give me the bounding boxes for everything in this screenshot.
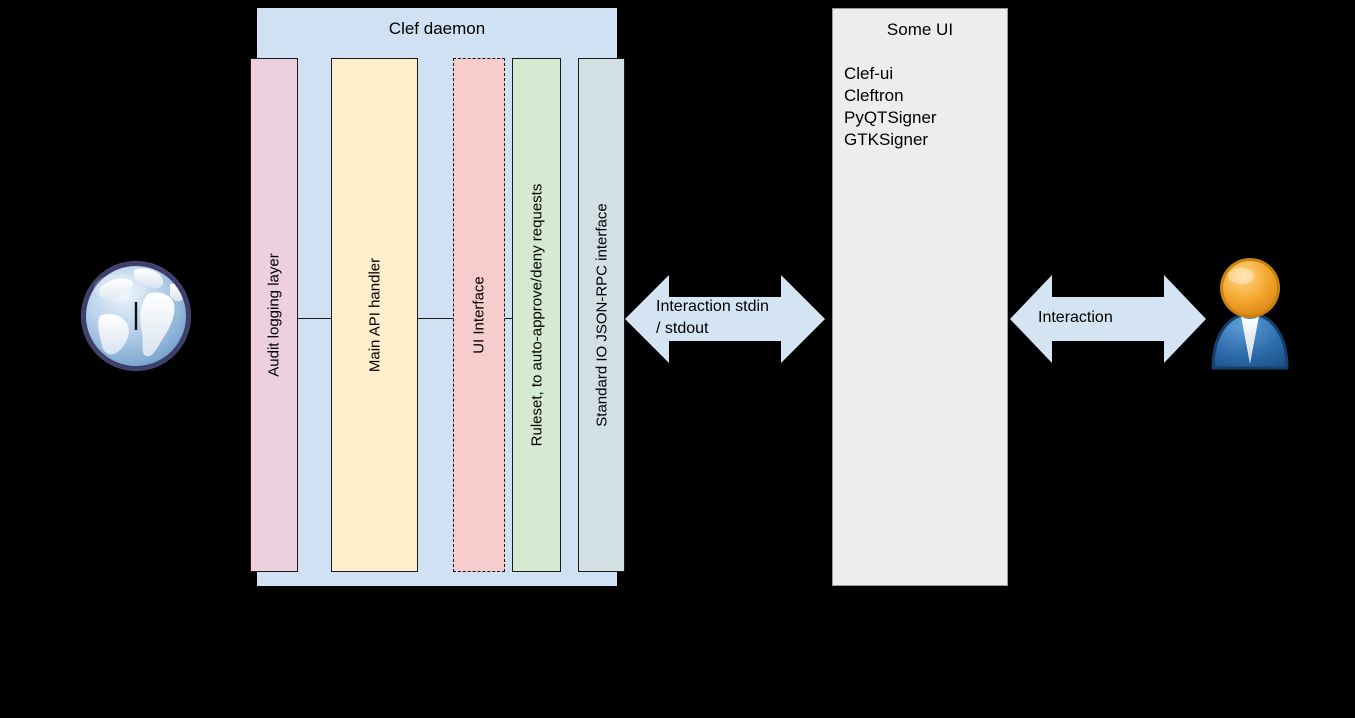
list-item: GTKSigner (844, 130, 929, 149)
column-label: Ruleset, to auto-approve/deny requests (528, 183, 545, 447)
connector-ui-to-user-arrow (1010, 269, 1206, 369)
column-ruleset[interactable]: Ruleset, to auto-approve/deny requests (512, 58, 561, 572)
some-ui-list: Clef-ui Cleftron PyQTSigner GTKSigner (844, 63, 1004, 151)
column-label: Standard IO JSON-RPC interface (593, 203, 610, 427)
column-audit-logging-layer[interactable]: Audit logging layer (250, 58, 298, 572)
globe-icon (74, 254, 198, 378)
list-item: Cleftron (844, 86, 904, 105)
clef-daemon-title: Clef daemon (388, 19, 486, 38)
column-label: UI Interface (470, 276, 488, 354)
connector-line-api-ui (417, 318, 454, 319)
list-item: PyQTSigner (844, 108, 937, 127)
column-label: Main API handler (366, 257, 383, 373)
clef-daemon-container (257, 8, 617, 586)
connector-line-audit-api (297, 318, 332, 319)
some-ui-title: Some UI (886, 20, 954, 39)
connector-daemon-to-ui-label: Interaction stdin / stdout (656, 298, 769, 337)
connector-ui-to-user-label: Interaction (1038, 309, 1113, 326)
list-item: Clef-ui (844, 64, 894, 83)
user-icon (1203, 252, 1297, 374)
column-label: Audit logging layer (265, 253, 283, 377)
connector-line-ui-ruleset (504, 318, 513, 319)
some-ui-panel (832, 8, 1008, 586)
column-standard-io-json-rpc-interface[interactable]: Standard IO JSON-RPC interface (578, 58, 625, 572)
connector-daemon-to-ui-arrow (625, 269, 825, 369)
column-ui-interface[interactable]: UI Interface (453, 58, 505, 572)
column-main-api-handler[interactable]: Main API handler (331, 58, 418, 572)
